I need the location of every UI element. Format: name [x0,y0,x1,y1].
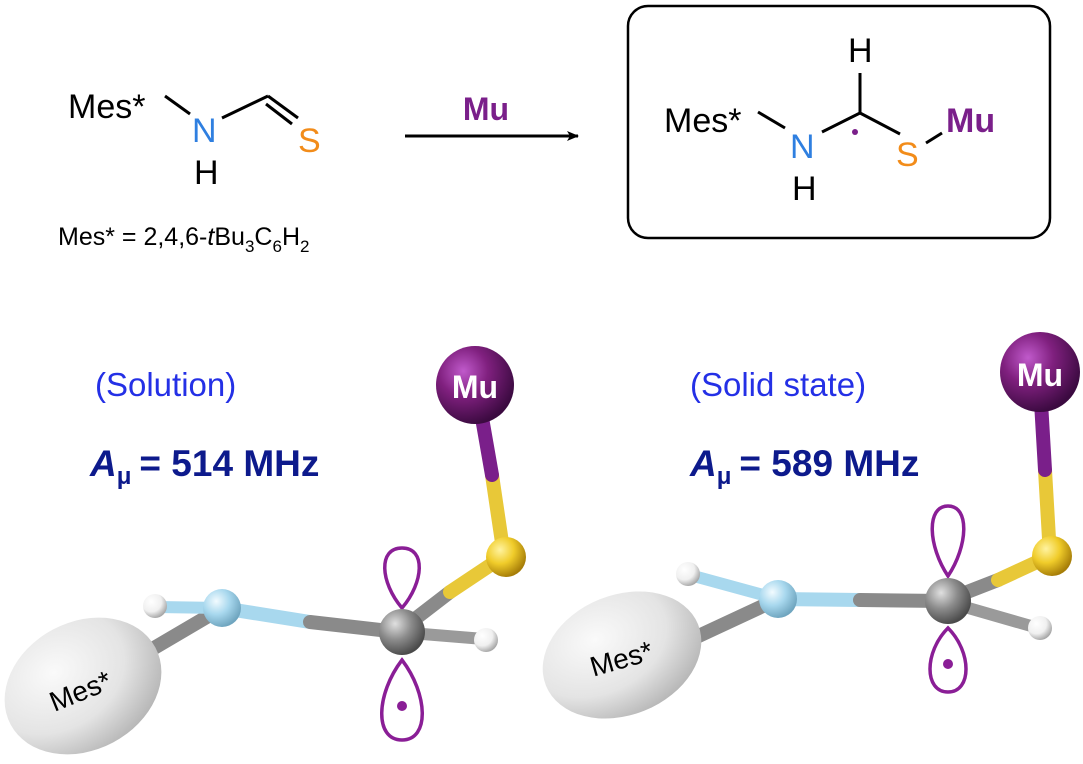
h-atom-c-solution [474,628,498,652]
product-bond-c-s [859,111,901,136]
p-orbital-lower-lobe-solution [380,657,424,742]
reactant-bond-mes-n [164,94,191,116]
reactant-h-atom: H [194,154,219,192]
product-bond-n-c [821,111,861,134]
state-label-solution: (Solution) [95,366,236,403]
reagent-label: Mu [463,91,509,127]
a-symbol-solid: A [689,443,717,484]
product-radical-dot [852,129,858,135]
state-label-solid: (Solid state) [690,366,866,403]
product-bond-mes-n [757,110,786,130]
definition-sub2: 2 [300,237,309,256]
product-box: Mes* N H H S Mu [626,4,1052,240]
p-orbital-upper-lobe-solution [383,546,421,611]
a-value-solid: = 589 MHz [739,443,919,484]
definition-sub6: 6 [272,237,281,256]
mu-atom-label-solid: Mu [1017,357,1063,393]
product-bond-s-mu [925,131,943,145]
product-h-top-atom: H [848,32,873,70]
definition-sub3: 3 [245,237,254,256]
product-n-atom: N [790,128,815,166]
s-atom-solution [486,537,526,577]
a-subscript-solution: μ [117,463,132,490]
product-h-bottom-atom: H [792,170,817,208]
h-atom-n-solid [676,562,700,586]
c-atom-solution [379,609,425,655]
reactant-bond-c-s-2 [265,102,293,126]
mes-blob-solid [542,591,702,719]
p-orbital-lower-lobe-solid [928,625,968,694]
mes-definition: Mes* = 2,4,6-tBu3C6H2 [58,223,309,256]
mu-atom-sphere-solution [436,346,514,424]
reactant-structure: Mes* N H S [68,88,321,192]
a-value-solution: = 514 MHz [139,443,319,484]
definition-lhs: Mes* = 2,4,6- [58,223,207,251]
definition-c: C [254,223,272,251]
product-s-atom: S [896,136,919,174]
panel-solid-state: (Solid state) Aμ= 589 MHz Mu Mes* [542,332,1080,719]
c-atom-solid [925,578,971,624]
mu-atom-label-solution: Mu [452,369,498,405]
reactant-bond-n-c [221,94,269,120]
n-atom-solution [203,589,241,627]
unpaired-electron-dot-solution [397,701,407,711]
mu-atom-sphere-solid [1000,332,1080,412]
a-subscript-solid: μ [717,463,732,490]
s-atom-solid [1032,536,1072,576]
definition-t: t [207,223,215,251]
coupling-constant-solid: Aμ = 589 MHz [689,443,919,490]
p-orbital-upper-lobe-solid [930,504,966,580]
n-atom-solid [759,580,797,618]
product-mu-atom: Mu [946,102,995,140]
reactant-n-atom: N [192,112,217,150]
panel-solution: (Solution) Aμ= 514 MHz Mu Mes* [4,346,526,755]
mes-blob-solution [4,617,162,755]
reaction-arrow: Mu [405,91,579,141]
unpaired-electron-dot-solid [943,659,953,669]
product-frame [626,4,1052,240]
product-mes-label: Mes* [664,102,741,140]
a-symbol-solution: A [89,443,117,484]
definition-bu: Bu [214,223,245,251]
coupling-constant-solution: Aμ = 514 MHz [89,443,319,490]
definition-h: H [282,223,300,251]
svg-text:Mes* = 2,4,6-tBu3C6H2: Mes* = 2,4,6-tBu3C6H2 [58,223,309,256]
reactant-mes-label: Mes* [68,88,145,126]
reactant-s-atom: S [298,122,321,160]
h-atom-n-solution [143,594,167,618]
h-atom-c-solid [1028,616,1052,640]
reactant-bond-c-s-1 [267,94,299,120]
